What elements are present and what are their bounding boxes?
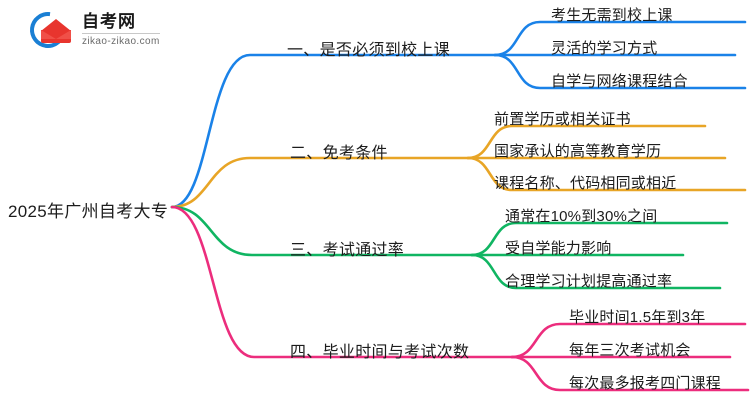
logo-text: 自考网 zikao-zikao.com	[82, 13, 160, 47]
leaf-node-2-3[interactable]: 课程名称、代码相同或相近	[494, 175, 677, 192]
wire-root-branch-2	[170, 156, 470, 209]
mindmap-root-node[interactable]: 2025年广州自考大专	[8, 202, 169, 221]
logo-domain: zikao-zikao.com	[82, 36, 160, 47]
leaf-node-2-1[interactable]: 前置学历或相关证书	[494, 111, 631, 128]
graduation-cap-icon	[41, 19, 71, 31]
leaf-node-1-2[interactable]: 灵活的学习方式	[551, 40, 658, 57]
leaf-node-4-2[interactable]: 每年三次考试机会	[569, 342, 691, 359]
leaf-node-2-2[interactable]: 国家承认的高等教育学历	[494, 143, 662, 160]
logo-icon	[22, 4, 74, 56]
branch-node-2[interactable]: 二、免考条件	[290, 145, 388, 162]
leaf-node-4-1[interactable]: 毕业时间1.5年到3年	[569, 309, 706, 326]
branch-node-1[interactable]: 一、是否必须到校上课	[287, 42, 451, 59]
envelope-icon	[41, 30, 71, 43]
leaf-node-3-1[interactable]: 通常在10%到30%之间	[505, 208, 658, 225]
leaf-node-3-3[interactable]: 合理学习计划提高通过率	[505, 273, 673, 290]
wire-root-branch-1	[170, 53, 497, 209]
leaf-node-3-2[interactable]: 受自学能力影响	[505, 240, 612, 257]
branch-node-3[interactable]: 三、考试通过率	[290, 242, 405, 259]
wire-root-branch-4	[170, 205, 514, 359]
leaf-node-1-3[interactable]: 自学与网络课程结合	[551, 73, 688, 90]
logo-title: 自考网	[82, 13, 160, 34]
site-logo: 自考网 zikao-zikao.com	[22, 4, 160, 56]
leaf-node-1-1[interactable]: 考生无需到校上课	[551, 7, 673, 24]
leaf-node-4-3[interactable]: 每次最多报考四门课程	[569, 375, 722, 392]
branch-node-4[interactable]: 四、毕业时间与考试次数	[290, 344, 470, 361]
